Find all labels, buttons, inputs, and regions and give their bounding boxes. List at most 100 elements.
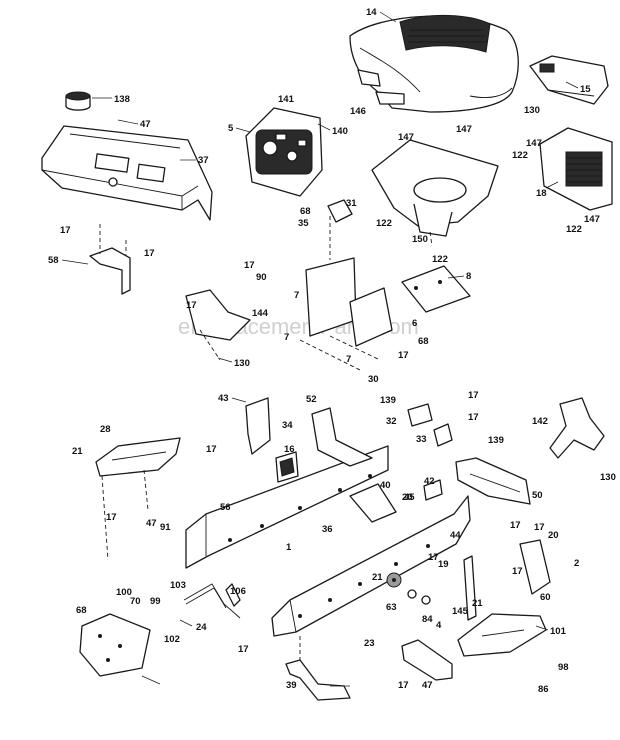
callout-label: 84: [422, 614, 433, 625]
headlight-part: [529, 55, 609, 105]
callout-label: 8: [466, 271, 471, 282]
callout-label: 63: [386, 602, 397, 613]
callout-label: 101: [550, 626, 567, 637]
callout-label: 21: [372, 572, 383, 583]
callout-label: 86: [538, 684, 549, 695]
callout-label: 42: [424, 476, 435, 487]
callout-label: 17: [398, 350, 409, 361]
callout-label: 17: [468, 390, 479, 401]
callout-label: 106: [230, 586, 246, 597]
callout-label: 17: [468, 412, 479, 423]
callout-label: 7: [346, 354, 351, 365]
callout-label: 45: [404, 492, 415, 503]
callout-label: 21: [72, 446, 83, 457]
callout-label: 140: [332, 126, 348, 137]
callout-label: 15: [580, 84, 591, 95]
callout-label: 147: [398, 132, 414, 143]
seat-pan-part: [371, 139, 499, 247]
callout-label: 47: [422, 680, 433, 691]
pedal-plate-part: [79, 613, 151, 677]
callout-label: 147: [584, 214, 600, 225]
callout-label: 102: [164, 634, 180, 645]
callout-label: 50: [532, 490, 543, 501]
hood-part: [349, 15, 519, 113]
bracket-58-part: [89, 224, 131, 295]
callout-label: 1: [286, 542, 292, 553]
callout-label: 139: [380, 395, 396, 406]
callout-label: 37: [198, 155, 209, 166]
callout-label: 68: [300, 206, 311, 217]
callout-label: 17: [206, 444, 217, 455]
callout-label: 90: [256, 272, 267, 283]
callout-label: 44: [450, 530, 461, 541]
callout-label: 68: [76, 605, 87, 616]
callout-label: 141: [278, 94, 295, 105]
callout-label: 56: [220, 502, 231, 513]
callout-label: 103: [170, 580, 186, 591]
callout-label: 17: [244, 260, 255, 271]
callout-label: 122: [432, 254, 448, 265]
callout-label: 47: [146, 518, 157, 529]
callout-label: 35: [298, 218, 309, 229]
callout-label: 34: [282, 420, 293, 431]
callout-label: 144: [252, 308, 269, 319]
callout-label: 99: [150, 596, 161, 607]
callout-label: 130: [600, 472, 616, 483]
callout-label: 60: [540, 592, 551, 603]
callout-label: 2: [574, 558, 579, 569]
callout-label: 17: [60, 225, 71, 236]
pedal-bracket-part: [185, 289, 251, 361]
footrest-right-part: [457, 613, 547, 657]
footrest-left-part: [95, 437, 181, 561]
hardware-group: [386, 403, 477, 621]
callout-label: 17: [186, 300, 197, 311]
callout-label: 17: [238, 644, 249, 655]
callout-label: 28: [100, 424, 111, 435]
callout-label: 145: [452, 606, 469, 617]
callout-label: 122: [376, 218, 392, 229]
callout-label: 20: [402, 492, 413, 503]
callout-label: 68: [418, 336, 429, 347]
front-bracket-part: [549, 397, 605, 459]
callout-label: 31: [346, 198, 357, 209]
callout-label: 17: [106, 512, 117, 523]
axle-bracket-part: [519, 539, 551, 595]
callout-label: 36: [322, 524, 333, 535]
bottom-bracket-part: [285, 636, 351, 701]
callout-label: 39: [286, 680, 297, 691]
brake-rod-part: [183, 583, 241, 619]
main-frame-part: [271, 495, 471, 637]
callout-label: 58: [48, 255, 59, 266]
callout-label: 7: [284, 332, 289, 343]
callout-label: 146: [350, 106, 366, 117]
callout-label: 100: [116, 587, 132, 598]
callout-label: 17: [428, 552, 439, 563]
console-part: [245, 107, 323, 197]
callout-label: 14: [366, 7, 377, 18]
callout-label: 150: [412, 234, 428, 245]
callout-label: 33: [416, 434, 427, 445]
callout-label: 24: [196, 622, 207, 633]
callout-label: 16: [284, 444, 295, 455]
bracket-39-part: [401, 639, 453, 681]
brackets-middle-part: [245, 397, 531, 523]
callout-label: 147: [526, 138, 542, 149]
callout-label: 19: [438, 559, 449, 570]
callout-label: 122: [512, 150, 528, 161]
grille-part: [539, 127, 613, 211]
callout-label: 17: [510, 520, 521, 531]
callout-label: 130: [234, 358, 250, 369]
callout-label: 52: [306, 394, 317, 405]
callout-label: 21: [472, 598, 483, 609]
callout-label: 139: [488, 435, 504, 446]
dash-panel-part: [41, 125, 213, 221]
callout-label: 17: [398, 680, 409, 691]
callout-label: 43: [218, 393, 229, 404]
callout-label: 20: [548, 530, 559, 541]
callout-label: 18: [536, 188, 547, 199]
gas-cap-part: [65, 91, 91, 111]
callout-label: 5: [228, 123, 234, 134]
callout-label: 70: [130, 596, 141, 607]
callout-label: 147: [456, 124, 472, 135]
